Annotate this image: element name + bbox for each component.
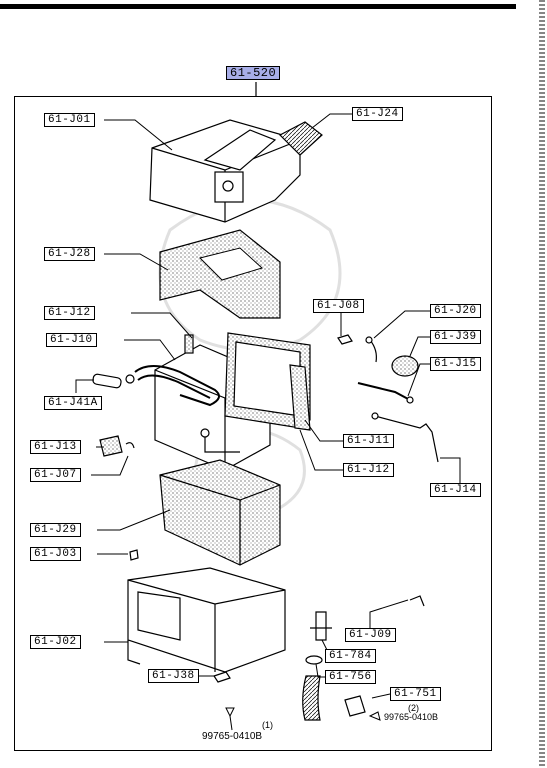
part-label-j10[interactable]: 61-J10	[46, 333, 97, 347]
part-label-j41a[interactable]: 61-J41A	[44, 396, 102, 410]
part-label-j29[interactable]: 61-J29	[30, 523, 81, 537]
part-label-j13[interactable]: 61-J13	[30, 440, 81, 454]
part-label-j09[interactable]: 61-J09	[345, 628, 396, 642]
part-number-note-2: 99765-0410B	[384, 712, 439, 722]
thermistor-part	[391, 355, 419, 377]
sensor-tube-part	[92, 373, 122, 389]
part-label-j15[interactable]: 61-J15	[430, 357, 481, 371]
part-label-j12-seal[interactable]: 61-J12	[343, 463, 394, 477]
part-label-756[interactable]: 61-756	[325, 670, 376, 684]
part-label-784[interactable]: 61-784	[325, 649, 376, 663]
diagram-frame	[14, 96, 492, 751]
part-label-j28[interactable]: 61-J28	[44, 247, 95, 261]
page-edge	[539, 0, 545, 768]
part-label-j20[interactable]: 61-J20	[430, 304, 481, 318]
clip-part	[337, 334, 353, 345]
part-label-j24[interactable]: 61-J24	[352, 107, 403, 121]
drain-hose-part	[302, 611, 366, 721]
part-label-j07[interactable]: 61-J07	[30, 468, 81, 482]
part-label-j38[interactable]: 61-J38	[148, 669, 199, 683]
filter-screen-part	[278, 121, 323, 156]
part-label-j02[interactable]: 61-J02	[30, 635, 81, 649]
quantity-note-1: (1)	[262, 720, 273, 730]
header-rule	[0, 4, 516, 9]
lower-case-part	[127, 567, 286, 673]
part-label-j08[interactable]: 61-J08	[313, 299, 364, 313]
part-label-j03[interactable]: 61-J03	[30, 547, 81, 561]
clip-j09-part	[409, 595, 425, 607]
insulator-part	[159, 459, 281, 566]
wire-part	[369, 339, 377, 363]
clip-j03-part	[129, 549, 139, 561]
screw-part	[213, 671, 231, 683]
part-label-751[interactable]: 61-751	[390, 687, 441, 701]
foam-pad-part	[99, 435, 123, 457]
upper-case-part	[149, 119, 301, 223]
part-label-j14[interactable]: 61-J14	[430, 483, 481, 497]
part-label-j11[interactable]: 61-J11	[343, 434, 394, 448]
harness-part	[374, 415, 439, 463]
part-label-j01[interactable]: 61-J01	[44, 113, 95, 127]
bracket-part	[357, 382, 411, 401]
seal-frame-part	[224, 332, 311, 431]
quantity-note-2: (2)	[408, 703, 419, 713]
part-number-note-1: 99765-0410B	[202, 731, 263, 742]
part-label-j12[interactable]: 61-J12	[44, 306, 95, 320]
assembly-label[interactable]: 61-520	[226, 66, 281, 80]
part-label-j39[interactable]: 61-J39	[430, 330, 481, 344]
